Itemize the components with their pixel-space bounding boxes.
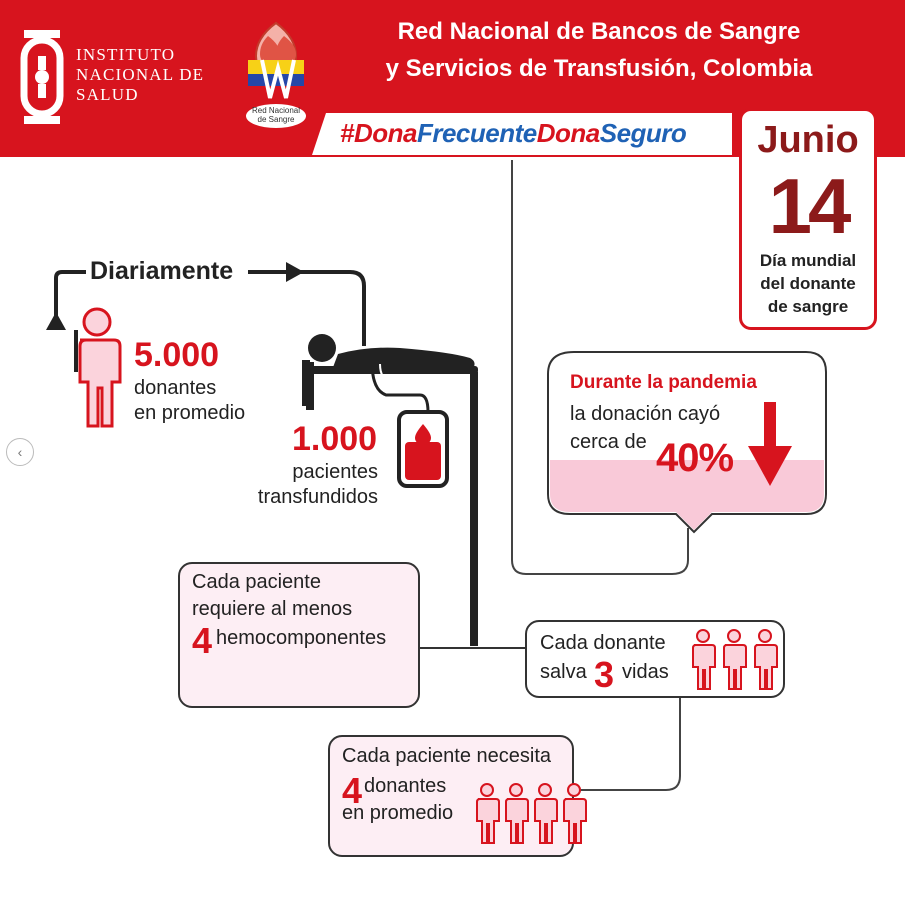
patient-on-bed-icon <box>302 334 478 646</box>
person-icon <box>476 783 500 844</box>
title-line-2: y Servicios de Transfusión, Colombia <box>385 55 813 82</box>
arrow-down-icon <box>748 402 792 486</box>
iv-tube-highlight <box>379 363 393 383</box>
hashtag-part-1: #Dona <box>340 118 417 148</box>
patient-needs-number: 4 <box>342 770 363 811</box>
date-caption: Día mundial del donante de sangre <box>739 249 877 318</box>
arrow-right-icon <box>286 262 304 282</box>
hashtag-part-2: Frecuente <box>416 118 537 148</box>
patients-number: 1.000 <box>292 420 378 458</box>
patients-text: pacientes transfundidos <box>236 460 378 510</box>
red-nacional-logo-label: Red Nacional de Sangre <box>246 106 306 124</box>
donors-text: donantes en promedio <box>134 376 245 426</box>
arrow-up-icon <box>46 312 66 330</box>
donors-line-1: donantes <box>134 377 217 399</box>
pandemic-percent: 40% <box>656 436 734 480</box>
components-box <box>178 562 420 708</box>
person-icon <box>505 783 529 844</box>
components-word: hemocomponentes <box>216 627 387 649</box>
person-icon <box>563 783 587 844</box>
components-line-2: requiere al menos <box>192 598 353 620</box>
date-caption-line-1: Día mundial <box>759 251 857 270</box>
person-icon <box>692 629 716 690</box>
patients-line-1: pacientes <box>292 461 378 483</box>
logo-label-line-1: Red Nacional <box>251 106 301 115</box>
donors-line-2: en promedio <box>134 402 246 424</box>
hashtag-part-3: Dona <box>536 118 601 148</box>
institute-line-2: NACIONAL DE <box>76 65 205 84</box>
donors-number: 5.000 <box>134 336 220 374</box>
hashtag-band <box>312 113 732 155</box>
iv-tube <box>370 361 430 413</box>
title-line-1: Red Nacional de Bancos de Sangre <box>397 18 801 45</box>
institute-name: INSTITUTO NACIONAL DE SALUD <box>76 45 204 105</box>
patient-needs-line-3: en promedio <box>342 802 454 824</box>
donor-saves-suffix: vidas <box>622 661 669 683</box>
logo-label-line-2: de Sangre <box>257 115 295 124</box>
patient-needs-line-1: Cada paciente necesita <box>342 745 552 767</box>
hashtag: #DonaFrecuenteDonaSeguro <box>340 118 687 149</box>
chevron-left-icon: ‹ <box>17 444 23 460</box>
person-icon <box>754 629 778 690</box>
daily-label: Diariamente <box>90 257 234 285</box>
date-caption-line-3: de sangre <box>767 297 849 316</box>
components-line-1: Cada paciente <box>192 571 321 593</box>
donor-person-icon <box>78 307 122 428</box>
pandemic-title: Durante la pandemia <box>570 372 757 393</box>
institute-line-1: INSTITUTO <box>76 45 176 64</box>
pandemic-line-1: la donación cayó <box>570 403 721 425</box>
carousel-prev-button[interactable]: ‹ <box>6 438 34 466</box>
loop-line-right <box>248 270 366 346</box>
components-number: 4 <box>192 620 213 661</box>
person-icon <box>534 783 558 844</box>
donor-saves-line-1: Cada donante <box>540 632 666 654</box>
pandemic-bubble-fill <box>550 460 824 530</box>
date-caption-line-2: del donante <box>760 274 856 293</box>
date-month: Junio <box>757 119 859 161</box>
donor-saves-prefix: salva <box>540 661 587 683</box>
connector-patient-needs <box>574 698 681 791</box>
person-icon <box>723 629 747 690</box>
patients-line-2: transfundidos <box>257 486 378 508</box>
institute-line-3: SALUD <box>76 85 139 104</box>
blood-bag-icon <box>397 410 449 488</box>
donor-saves-number: 3 <box>594 654 615 695</box>
connector-pandemic <box>511 160 689 575</box>
patient-needs-word: donantes <box>364 775 447 797</box>
date-day: 14 <box>768 162 852 250</box>
hashtag-part-4: Seguro <box>599 118 687 148</box>
pandemic-line-2: cerca de <box>570 431 647 453</box>
date-card: Junio 14 Día mundial del donante de sang… <box>739 108 877 330</box>
loop-line-left <box>54 270 86 330</box>
